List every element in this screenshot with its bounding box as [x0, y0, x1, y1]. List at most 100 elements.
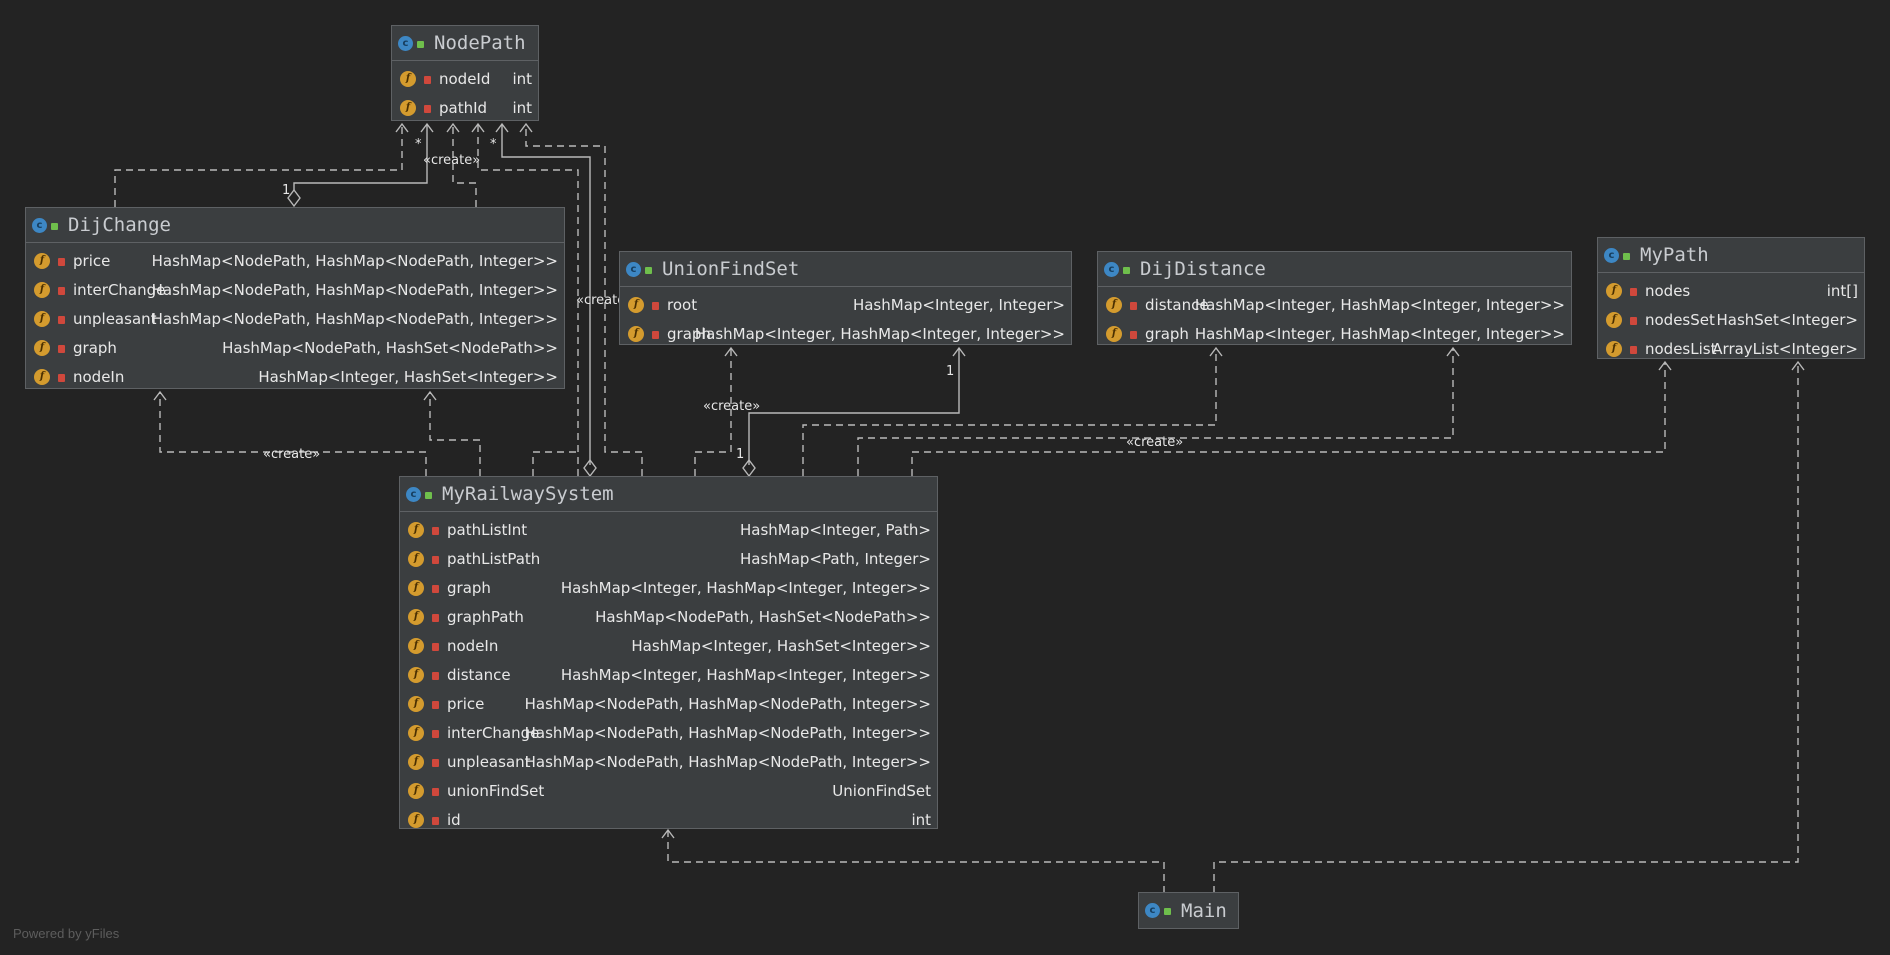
field-icon: f: [408, 608, 424, 625]
field-name: nodeId: [439, 69, 491, 88]
class-icon: c: [1145, 903, 1160, 918]
field-name: price: [73, 251, 111, 270]
field-icon: f: [34, 339, 50, 356]
field-icon: f: [408, 695, 424, 712]
field-icon: f: [408, 782, 424, 799]
edge-main-mypath: [1213, 362, 1799, 893]
field-type: UnionFindSet: [832, 781, 931, 800]
edge-dependency-railway-mypath: [911, 362, 1666, 476]
field-icon: f: [1106, 296, 1122, 313]
class-header: c MyRailwaySystem: [400, 477, 937, 512]
field-name: graph: [73, 338, 117, 357]
label-multiplicity-star-left: *: [415, 137, 422, 152]
field-icon: f: [34, 281, 50, 298]
field-type: int: [512, 98, 532, 117]
field-row[interactable]: f graph HashMap<NodePath, HashSet<NodePath…: [26, 333, 564, 362]
lock-icon: [58, 344, 65, 353]
edge-dependency-railway-dijchange: [429, 392, 481, 476]
edge-create-dijchange-nodepath: [452, 124, 477, 207]
lock-icon: [652, 330, 659, 339]
public-visibility-icon: [417, 40, 424, 48]
edge-composition-railway-nodepath: [501, 124, 591, 465]
field-icon: f: [1606, 311, 1622, 328]
class-icon: c: [406, 486, 421, 502]
field-icon: f: [408, 579, 424, 596]
field-name: nodeIn: [73, 367, 125, 386]
lock-icon: [432, 816, 439, 825]
field-icon: f: [628, 296, 644, 313]
lock-icon: [432, 671, 439, 680]
class-title: MyRailwaySystem: [442, 483, 614, 505]
lock-icon: [432, 584, 439, 593]
label-multiplicity-one-railway: 1: [736, 447, 744, 462]
field-type: HashMap<Integer, HashSet<Integer>>: [631, 636, 931, 655]
lock-icon: [652, 301, 659, 310]
class-title: Main: [1181, 899, 1227, 922]
class-header: c Main: [1139, 893, 1238, 928]
field-type: int: [911, 810, 931, 829]
class-header: c DijChange: [26, 208, 564, 243]
label-create-nodepath: «create»: [423, 153, 480, 168]
field-type: HashMap<NodePath, HashSet<NodePath>>: [595, 607, 931, 626]
field-icon: f: [400, 70, 416, 87]
field-type: HashMap<NodePath, HashMap<NodePath, Inte…: [524, 752, 931, 771]
field-name: pathListInt: [447, 520, 528, 539]
field-name: pathListPath: [447, 549, 541, 568]
field-name: id: [447, 810, 461, 829]
class-main[interactable]: c Main: [1138, 892, 1239, 929]
field-type: HashMap<Integer, HashMap<Integer, Intege…: [694, 324, 1065, 343]
label-multiplicity-star-right: *: [490, 137, 497, 152]
field-name: root: [667, 295, 698, 314]
field-icon: f: [1106, 325, 1122, 342]
lock-icon: [432, 758, 439, 767]
public-visibility-icon: [1164, 908, 1171, 915]
field-name: price: [447, 694, 485, 713]
lock-icon: [1630, 287, 1637, 296]
field-icon: f: [408, 724, 424, 741]
public-visibility-icon: [1623, 252, 1630, 260]
class-title: DijChange: [68, 214, 171, 236]
field-name: nodesList: [1645, 339, 1717, 358]
lock-icon: [432, 642, 439, 651]
class-header: c MyPath: [1598, 238, 1864, 273]
composition-diamond-dijchange: [287, 188, 301, 208]
field-type: HashMap<NodePath, HashMap<NodePath, Inte…: [151, 309, 558, 328]
field-type: HashMap<Path, Integer>: [739, 549, 931, 568]
public-visibility-icon: [425, 491, 432, 499]
field-type: HashMap<NodePath, HashSet<NodePath>>: [222, 338, 558, 357]
field-name: unpleasant: [447, 752, 531, 771]
